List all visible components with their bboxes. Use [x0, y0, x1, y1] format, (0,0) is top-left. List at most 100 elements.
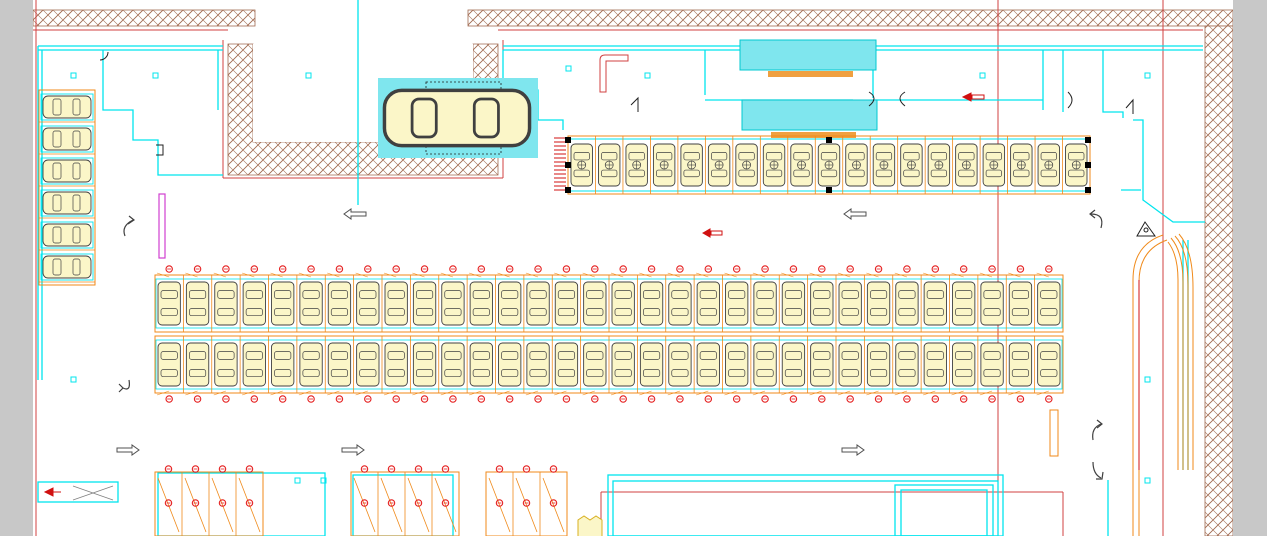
car-icon	[735, 143, 758, 187]
car-icon	[725, 281, 749, 326]
column-marker-icon	[591, 395, 599, 403]
fixture-markers	[70, 65, 1151, 484]
column-marker-icon	[245, 465, 254, 473]
column-marker-icon	[164, 465, 173, 473]
car-icon	[725, 342, 749, 387]
column-marker-icon	[218, 499, 227, 507]
stall-guide	[610, 272, 624, 278]
column-marker-icon	[846, 395, 854, 403]
stall-guide	[667, 390, 681, 396]
column-marker-icon	[449, 395, 457, 403]
car-icon	[781, 281, 806, 326]
car-icon	[668, 281, 692, 326]
car-icon	[810, 281, 834, 326]
stall-guide	[696, 272, 709, 278]
column-marker-icon	[959, 395, 968, 403]
column-marker-icon	[193, 395, 202, 403]
car-icon	[611, 281, 635, 326]
curved-ramp	[1132, 233, 1194, 536]
car-icon	[952, 342, 976, 387]
stall-guide	[327, 390, 340, 396]
car-icon	[895, 281, 919, 326]
grip-handle	[1085, 137, 1091, 143]
car-icon	[900, 143, 923, 187]
column-marker-icon	[414, 499, 423, 507]
car-icon	[554, 281, 579, 326]
stall-diagonal	[515, 477, 538, 533]
stall-guide	[355, 390, 368, 396]
column-marker-icon	[647, 395, 656, 403]
column-marker-icon	[164, 499, 173, 507]
stall-guide	[923, 390, 936, 396]
stall-guide	[327, 272, 340, 278]
column-marker-icon	[387, 465, 396, 473]
column-marker-icon	[874, 395, 883, 403]
car-pad	[378, 78, 538, 158]
column-marker-icon	[1045, 265, 1053, 273]
column-marker-icon	[534, 395, 542, 403]
car-icon	[952, 281, 976, 326]
stall-guide	[582, 390, 595, 396]
car-icon	[923, 342, 947, 387]
car-icon	[214, 281, 238, 326]
car-icon	[40, 221, 94, 249]
exit-sign-icon	[43, 487, 61, 497]
grip-handle	[565, 187, 571, 193]
column-marker-icon	[441, 465, 450, 473]
bottom-angled-stalls	[154, 465, 568, 536]
stall-guide	[242, 272, 255, 278]
column-marker-icon	[903, 395, 911, 403]
column-marker-icon	[903, 265, 911, 273]
stall-guide	[837, 390, 851, 396]
car-icon	[923, 281, 947, 326]
stall-diagonal	[238, 477, 261, 533]
car-icon	[639, 342, 664, 387]
column-marker-icon	[846, 265, 854, 273]
selection-handles[interactable]	[565, 137, 1091, 193]
column-marker-icon	[420, 265, 429, 273]
stall-guide	[525, 272, 539, 278]
arrow-right-icon	[116, 444, 140, 456]
stall-diagonal	[353, 477, 376, 533]
stall-diagonal	[184, 477, 207, 533]
direction-arrows	[116, 208, 867, 456]
column-marker-icon	[360, 499, 369, 507]
stall-guide	[185, 272, 198, 278]
stall-guide	[440, 390, 454, 396]
column-marker-icon	[931, 395, 940, 403]
stall-guide	[979, 272, 993, 278]
stall-guide	[923, 272, 936, 278]
exit-sign-icon	[701, 228, 723, 238]
car-icon	[185, 281, 210, 326]
car-icon	[412, 281, 437, 326]
column-marker-icon	[704, 395, 713, 403]
car-icon	[790, 143, 813, 187]
left-parking-column	[38, 89, 96, 286]
column-marker-icon	[392, 395, 400, 403]
exit-signs	[43, 92, 985, 497]
column-marker-icon	[364, 395, 372, 403]
stall-guide	[469, 390, 482, 396]
car-icon	[980, 342, 1004, 387]
column-marker-icon	[165, 395, 173, 403]
drawing-canvas[interactable]	[33, 0, 1233, 536]
stall-guide	[554, 272, 567, 278]
car-icon	[157, 342, 181, 387]
car-icon	[611, 342, 635, 387]
car-icon	[838, 281, 862, 326]
column-marker-icon	[191, 465, 200, 473]
stall-diagonal	[380, 477, 403, 533]
column-marker-icon	[165, 265, 173, 273]
stall-guide	[412, 272, 425, 278]
stall-guide	[752, 272, 766, 278]
car-icon	[327, 342, 352, 387]
stall-guide	[355, 272, 368, 278]
column-marker-icon	[549, 465, 558, 473]
car-icon	[40, 189, 94, 217]
grip-handle	[826, 137, 832, 143]
column-marker-icon	[1045, 395, 1053, 403]
car-icon	[185, 342, 210, 387]
car-icon	[441, 342, 465, 387]
column-marker-icon	[549, 499, 558, 507]
column-marker-icon	[522, 499, 531, 507]
